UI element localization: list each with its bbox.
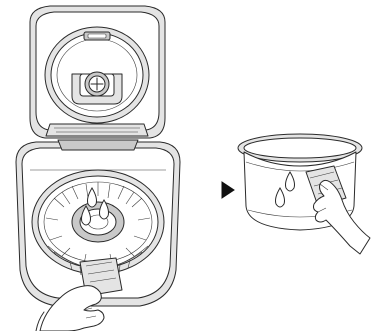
triangle-right-arrow-icon [222,182,234,198]
rice-cooker [16,6,180,331]
hand-with-cloth-right [306,166,370,254]
inner-pot [238,134,370,254]
cooker-lid [30,6,165,138]
